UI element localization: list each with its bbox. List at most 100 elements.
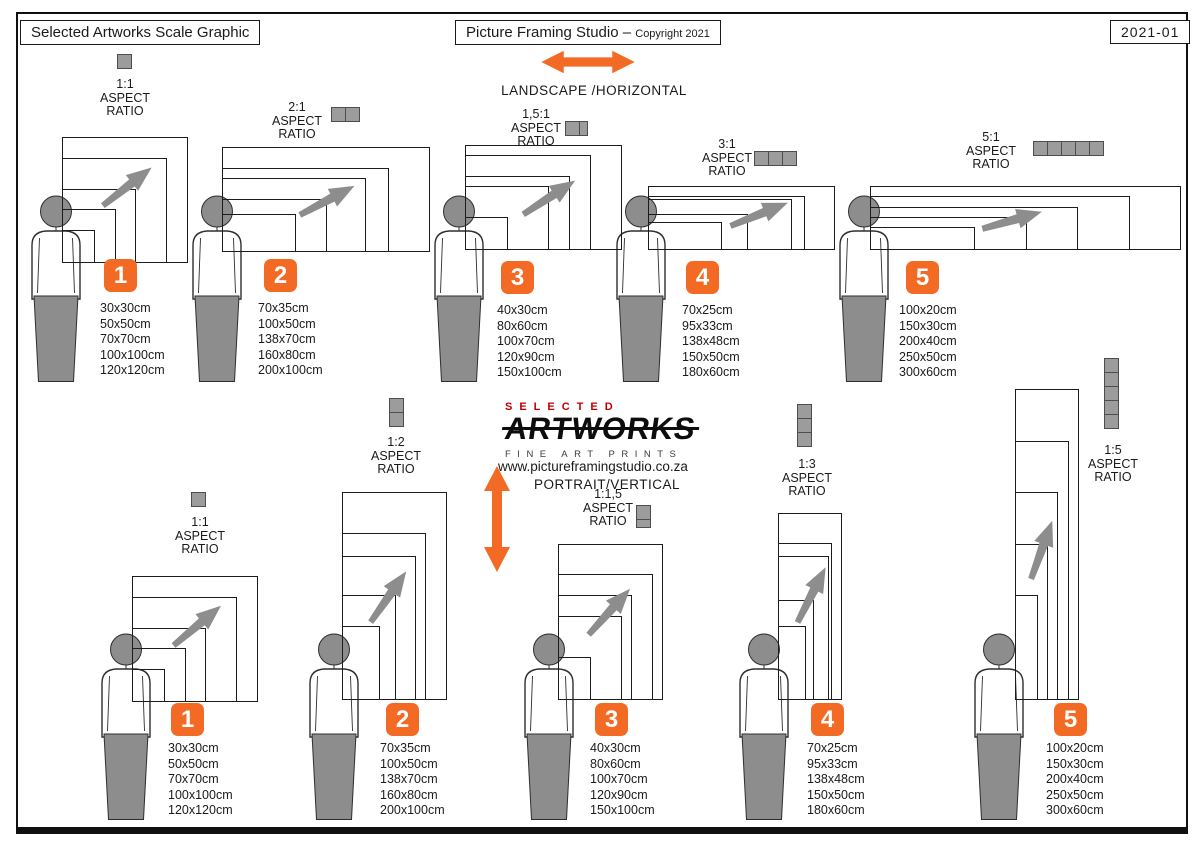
ratio-value: 1:5 [1104,443,1122,457]
size-item: 160x80cm [258,347,316,362]
ratio-square [753,150,769,166]
copyright-text: Copyright 2021 [635,28,710,40]
scale-arrow-icon [1020,515,1064,583]
frame-stack [778,512,842,700]
doc-number: 2021-01 [1121,24,1180,40]
group-number-badge: 2 [264,259,297,292]
size-item: 150x30cm [899,318,957,333]
frame-rect [1015,389,1079,700]
portrait-direction-arrow-icon [484,466,510,572]
size-item: 160x80cm [380,787,438,802]
ratio-square [190,491,206,507]
size-item: 300x60cm [899,365,957,380]
size-item: 30x30cm [168,741,219,755]
ratio-square [781,150,797,166]
ratio-squares-icon [564,120,588,136]
size-item: 70x70cm [100,332,151,347]
group-number-badge: 1 [104,259,137,292]
size-item: 200x40cm [899,334,957,349]
ratio-word: RATIO [708,164,746,178]
person-figure [965,633,1035,821]
size-item: 150x50cm [807,787,865,802]
size-item: 120x120cm [100,363,165,378]
size-item: 180x60cm [682,365,740,380]
frame-rect [342,492,447,700]
size-item: 40x30cm [590,741,641,755]
ratio-square [116,53,132,69]
aspect-word: ASPECT [965,143,1016,158]
ratio-squares-icon [330,106,360,122]
person-figure [607,195,677,383]
aspect-word: ASPECT [1087,456,1138,471]
ratio-square [1103,413,1119,429]
scale-arrow-icon [517,170,584,225]
ratio-value: 5:1 [982,130,1000,144]
ratio-square [796,417,812,433]
ratio-square [1046,140,1062,156]
frame-stack [870,186,1181,250]
ratio-value: 1,5:1 [522,107,550,121]
ratio-word: RATIO [788,484,826,498]
studio-title-box: Picture Framing Studio – Copyright 2021 [455,20,721,45]
ratio-squares-icon [1103,357,1119,429]
size-item: 70x70cm [168,772,219,787]
ratio-square [767,150,783,166]
ratio-value: 1:1 [191,515,209,529]
scale-arrow-icon [294,174,362,225]
ratio-square [1103,357,1119,373]
aspect-word: ASPECT [99,90,150,105]
aspect-word: ASPECT [510,120,561,135]
logo-artworks-text: ARTWORKS [502,411,699,446]
ratio-square [796,403,812,419]
scale-arrow-icon [166,595,230,655]
doc-number-box: 2021-01 [1110,20,1191,44]
person-figure [425,195,495,383]
group-number-badge: 4 [686,261,719,294]
size-item: 138x48cm [807,772,865,787]
ratio-word: RATIO [589,514,627,528]
ratio-word: RATIO [106,104,144,118]
size-item: 80x60cm [497,318,548,333]
size-item: 150x100cm [590,803,655,818]
website-link[interactable]: www.pictureframingstudio.co.za [498,459,688,474]
logo-fine-art-prints-text: FINE ART PRINTS [505,448,683,460]
page-title-box: Selected Artworks Scale Graphic [20,20,261,45]
group-number-badge: 3 [501,261,534,294]
ratio-squares-icon [796,403,812,447]
frame-stack [558,543,663,700]
aspect-word: ASPECT [271,113,322,128]
ratio-value: 1:1 [116,77,134,91]
frame-stack [465,145,622,250]
group-number-badge: 5 [1054,703,1087,736]
ratio-word: RATIO [377,462,415,476]
ratio-squares-icon [1032,140,1104,156]
group-number-badge: 5 [906,261,939,294]
size-item: 250x50cm [1046,787,1104,802]
frame-rect [132,576,258,702]
frame-rect [222,147,430,252]
ratio-square [330,106,346,122]
ratio-squares-icon [190,491,206,507]
frame-rect [870,186,1181,250]
size-item: 150x50cm [682,349,740,364]
ratio-word: RATIO [972,157,1010,171]
ratio-square [635,504,651,520]
frame-rect [558,543,663,700]
size-item: 70x35cm [380,741,431,755]
group-number-badge: 1 [171,703,204,736]
scale-arrow-icon [95,157,160,215]
